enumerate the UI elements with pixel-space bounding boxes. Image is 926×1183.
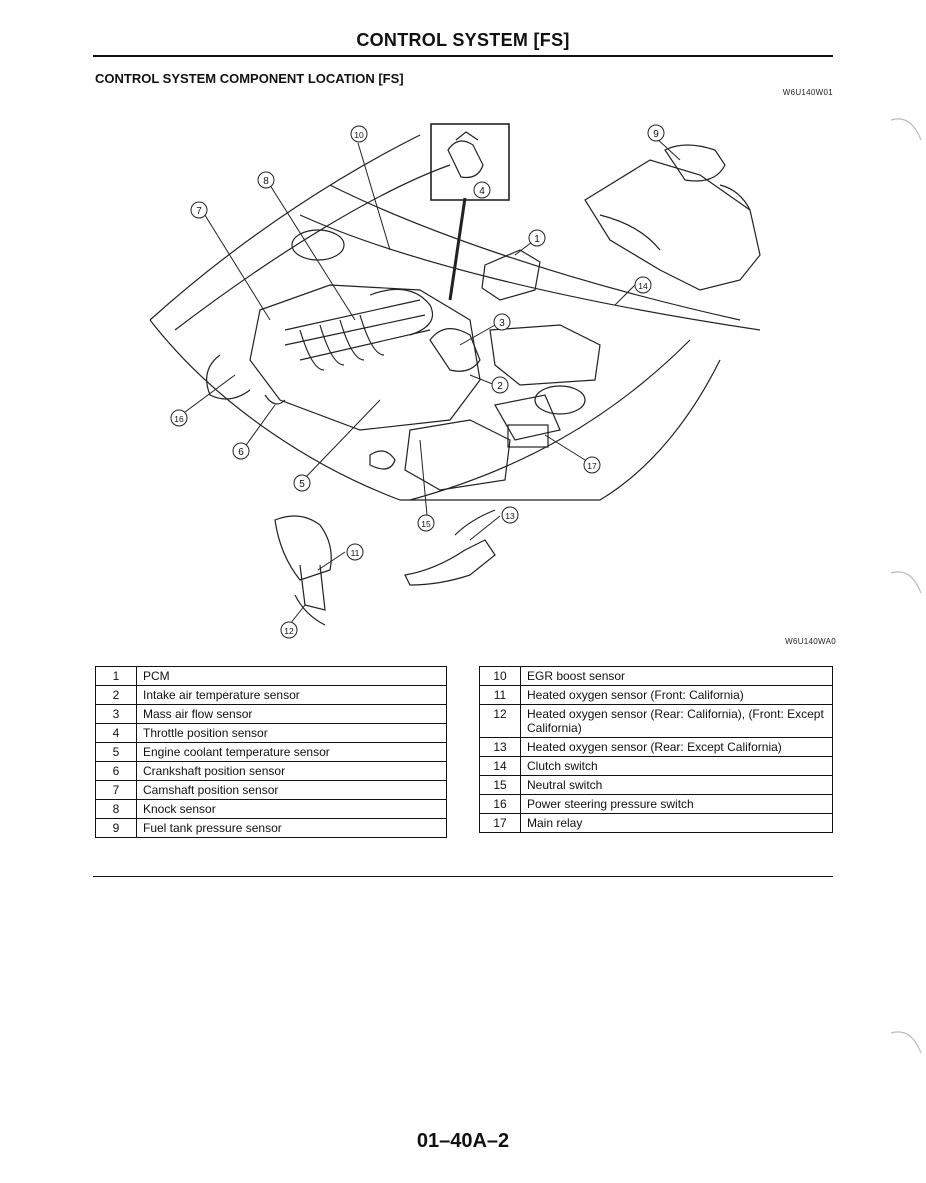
legend-number: 9 [95, 818, 137, 838]
binding-hole-mark [890, 1031, 922, 1054]
legend-number: 4 [95, 723, 137, 743]
legend-label: EGR boost sensor [520, 666, 833, 686]
figure-code-top: W6U140W01 [782, 88, 833, 97]
legend-label: Heated oxygen sensor (Front: California) [520, 685, 833, 705]
legend-label: Power steering pressure switch [520, 794, 833, 814]
callout-17: 17 [587, 461, 597, 471]
callout-14: 14 [638, 281, 648, 291]
legend-label: Neutral switch [520, 775, 833, 795]
callout-8: 8 [263, 176, 269, 187]
legend-label: Camshaft position sensor [136, 780, 447, 800]
callout-16: 16 [174, 414, 184, 424]
callout-1: 1 [534, 234, 540, 245]
header-rule [93, 55, 833, 57]
callout-9: 9 [653, 129, 659, 140]
legend-label: Heated oxygen sensor (Rear: Except Calif… [520, 737, 833, 757]
binding-hole-mark [890, 571, 922, 594]
legend-label: Main relay [520, 813, 833, 833]
legend-number: 13 [479, 737, 521, 757]
legend-label: PCM [136, 666, 447, 686]
legend-number: 5 [95, 742, 137, 762]
legend-label: Knock sensor [136, 799, 447, 819]
callout-7: 7 [196, 206, 202, 217]
legend-number: 15 [479, 775, 521, 795]
legend-number: 10 [479, 666, 521, 686]
legend-label: Heated oxygen sensor (Rear: California),… [520, 704, 833, 738]
callout-12: 12 [284, 626, 294, 636]
callout-3: 3 [499, 318, 505, 329]
page-number: 01–40A–2 [416, 1130, 510, 1152]
page-header-title: CONTROL SYSTEM [FS] [356, 30, 570, 50]
legend-number: 11 [479, 685, 521, 705]
callout-4: 4 [479, 186, 485, 197]
callout-5: 5 [299, 479, 305, 490]
legend-label: Mass air flow sensor [136, 704, 447, 724]
callout-11: 11 [351, 548, 360, 558]
figure-code-bottom: W6U140WA0 [785, 637, 836, 646]
legend-number: 1 [95, 666, 137, 686]
callout-15: 15 [421, 519, 431, 529]
footer-rule [93, 876, 833, 877]
callout-6: 6 [238, 447, 244, 458]
legend-label: Engine coolant temperature sensor [136, 742, 447, 762]
legend-label: Crankshaft position sensor [136, 761, 447, 781]
legend-label: Clutch switch [520, 756, 833, 776]
legend-label: Fuel tank pressure sensor [136, 818, 447, 838]
component-location-diagram: 1 2 3 4 5 6 7 8 9 10 11 12 13 14 15 16 1… [149, 123, 761, 639]
legend-number: 7 [95, 780, 137, 800]
legend-number: 8 [95, 799, 137, 819]
legend-label: Intake air temperature sensor [136, 685, 447, 705]
legend-number: 16 [479, 794, 521, 814]
legend-number: 2 [95, 685, 137, 705]
legend-number: 3 [95, 704, 137, 724]
legend-number: 17 [479, 813, 521, 833]
legend-number: 14 [479, 756, 521, 776]
callout-2: 2 [497, 381, 503, 392]
legend-number: 12 [479, 704, 521, 738]
binding-hole-mark [890, 118, 922, 141]
section-title: CONTROL SYSTEM COMPONENT LOCATION [FS] [95, 71, 404, 86]
legend-label: Throttle position sensor [136, 723, 447, 743]
callout-13: 13 [505, 511, 515, 521]
legend-number: 6 [95, 761, 137, 781]
callout-10: 10 [354, 130, 364, 140]
